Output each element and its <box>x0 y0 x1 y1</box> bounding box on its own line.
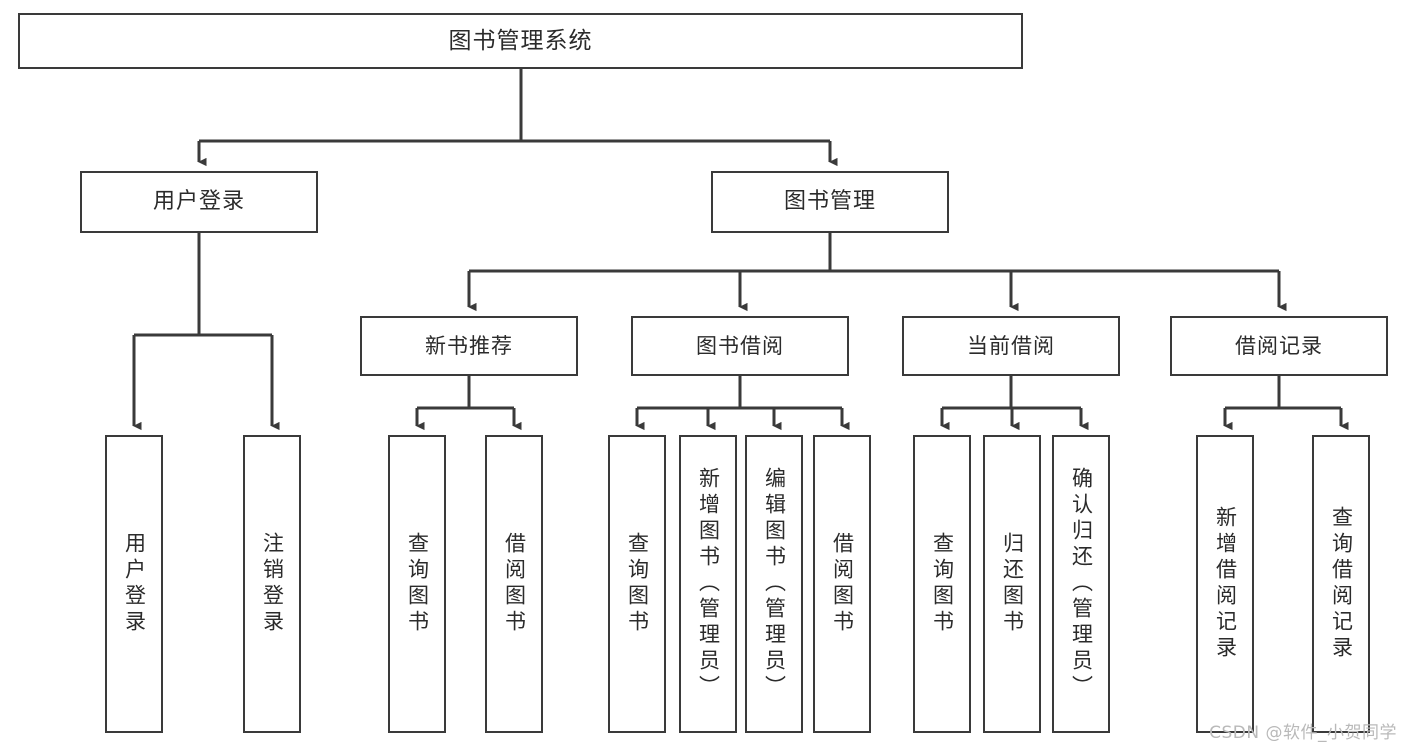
node-leaf-user-logout-label: 注销登录 <box>260 532 285 636</box>
node-leaf-cur-confirm[interactable]: 确认归还（管理员） <box>1052 435 1110 733</box>
node-leaf-user-login[interactable]: 用户登录 <box>105 435 163 733</box>
node-leaf-borrow-edit-label: 编辑图书（管理员） <box>762 467 787 701</box>
node-leaf-borrow-add-label: 新增图书（管理员） <box>696 467 721 701</box>
node-leaf-borrow-add[interactable]: 新增图书（管理员） <box>679 435 737 733</box>
node-leaf-rec-query-label: 查询图书 <box>405 532 430 636</box>
node-leaf-rec-query[interactable]: 查询图书 <box>388 435 446 733</box>
node-leaf-borrow-edit[interactable]: 编辑图书（管理员） <box>745 435 803 733</box>
node-leaf-rec-borrow-label: 借阅图书 <box>502 532 527 636</box>
node-leaf-borrow-query-label: 查询图书 <box>625 532 650 636</box>
node-leaf-borrow-lend[interactable]: 借阅图书 <box>813 435 871 733</box>
node-root-label: 图书管理系统 <box>448 27 593 54</box>
node-book-manage-label: 图书管理 <box>783 189 876 215</box>
node-leaf-user-logout[interactable]: 注销登录 <box>243 435 301 733</box>
node-leaf-cur-return-label: 归还图书 <box>1000 532 1025 636</box>
node-leaf-cur-query-label: 查询图书 <box>930 532 955 636</box>
node-book-borrow[interactable]: 图书借阅 <box>631 316 849 376</box>
node-borrow-record[interactable]: 借阅记录 <box>1170 316 1388 376</box>
node-leaf-user-login-label: 用户登录 <box>122 532 147 636</box>
node-leaf-cur-return[interactable]: 归还图书 <box>983 435 1041 733</box>
node-leaf-cur-query[interactable]: 查询图书 <box>913 435 971 733</box>
node-leaf-rec-add-label: 新增借阅记录 <box>1213 506 1238 662</box>
node-current-borrow[interactable]: 当前借阅 <box>902 316 1120 376</box>
node-new-book-rec-label: 新书推荐 <box>425 333 513 358</box>
node-leaf-rec-borrow[interactable]: 借阅图书 <box>485 435 543 733</box>
node-leaf-rec-query-record[interactable]: 查询借阅记录 <box>1312 435 1370 733</box>
node-new-book-rec[interactable]: 新书推荐 <box>360 316 578 376</box>
node-user-login[interactable]: 用户登录 <box>80 171 318 233</box>
node-leaf-borrow-lend-label: 借阅图书 <box>830 532 855 636</box>
node-current-borrow-label: 当前借阅 <box>967 333 1055 358</box>
node-leaf-borrow-query[interactable]: 查询图书 <box>608 435 666 733</box>
node-borrow-record-label: 借阅记录 <box>1235 333 1323 358</box>
node-root[interactable]: 图书管理系统 <box>18 13 1023 69</box>
node-leaf-rec-add[interactable]: 新增借阅记录 <box>1196 435 1254 733</box>
node-book-borrow-label: 图书借阅 <box>696 333 784 358</box>
node-leaf-rec-query-record-label: 查询借阅记录 <box>1329 506 1354 662</box>
node-book-manage[interactable]: 图书管理 <box>711 171 949 233</box>
node-user-login-label: 用户登录 <box>152 189 245 215</box>
node-leaf-cur-confirm-label: 确认归还（管理员） <box>1069 467 1094 701</box>
